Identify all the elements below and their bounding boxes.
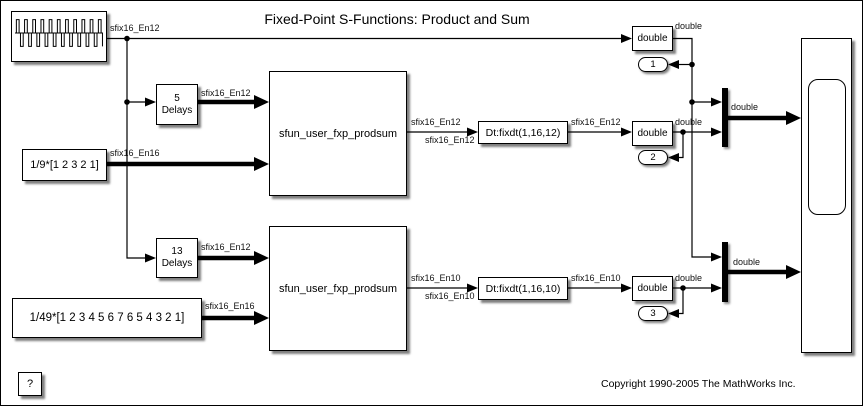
to-double-2-block[interactable]: double: [632, 121, 673, 146]
wire-to-outport2: [668, 132, 684, 162]
signal-label-gain1-out: sfix16_En16: [110, 148, 160, 158]
scope-display-icon: [808, 79, 846, 215]
signal-label-dtc1-out: sfix16_En12: [571, 117, 621, 127]
wire-double3-to-mux2: [673, 283, 722, 293]
gain-vector-1-49-block[interactable]: 1/49*[1 2 3 4 5 6 7 6 5 4 3 2 1]: [12, 298, 202, 338]
scope-block[interactable]: [801, 38, 852, 353]
sfun-prodsum-1-block[interactable]: sfun_user_fxp_prodsum: [269, 71, 407, 196]
wire-to-outport1: [668, 60, 692, 69]
signal-label-mux1-out: double: [731, 102, 759, 112]
wire-gain1-to-sfun1: [107, 157, 269, 171]
signal-label-sfun2-out-bottom: sfix16_En10: [425, 291, 475, 301]
data-type-conversion-2-block[interactable]: Dt:fixdt(1,16,10): [478, 277, 568, 300]
wire-delays2-to-sfun2: [198, 251, 269, 265]
model-title: Fixed-Point S-Functions: Product and Sum: [264, 11, 530, 27]
signal-label-dtc2-out: sfix16_En10: [571, 273, 621, 283]
sine-wave-source-block[interactable]: [11, 11, 107, 62]
wire-sfun1-to-dtc1: [407, 127, 478, 137]
signal-label-delays1-out: sfix16_En12: [201, 88, 251, 98]
signal-label-source-out: sfix16_En12: [110, 23, 160, 33]
data-type-conversion-1-block[interactable]: Dt:fixdt(1,16,12): [478, 121, 568, 144]
help-block[interactable]: ?: [18, 372, 42, 396]
outport-1[interactable]: 1: [638, 57, 668, 72]
wire-branch-to-delays1: [124, 97, 156, 107]
gain-vector-1-9-block[interactable]: 1/9*[1 2 3 2 1]: [22, 149, 107, 181]
signal-label-double2-out: double: [675, 117, 703, 127]
mux-2-block[interactable]: [722, 242, 728, 302]
wire-dtc2-to-double3: [568, 283, 632, 293]
wire-to-mux1-top: [692, 97, 722, 107]
sine-wave-icon: [15, 19, 103, 47]
wire-gain2-to-sfun2: [202, 311, 269, 325]
mux-1-block[interactable]: [722, 88, 728, 147]
signal-label-mux2-out: double: [733, 257, 761, 267]
outport-2[interactable]: 2: [638, 150, 668, 165]
signal-label-gain2-out: sfix16_En16: [205, 301, 255, 311]
wire-mux1-to-scope: [728, 111, 801, 125]
wire-double2-to-mux1: [673, 127, 722, 137]
wire-double1-branch: [673, 37, 722, 262]
wire-delays1-to-sfun1: [198, 95, 269, 109]
copyright-text: Copyright 1990-2005 The MathWorks Inc.: [601, 378, 796, 390]
signal-label-sfun1-out-bottom: sfix16_En12: [425, 135, 475, 145]
signal-label-delays2-out: sfix16_En12: [201, 242, 251, 252]
wire-to-outport3: [668, 288, 684, 318]
sfun-prodsum-2-block[interactable]: sfun_user_fxp_prodsum: [269, 226, 407, 351]
wire-branch-to-delays2: [126, 38, 156, 263]
outport-3[interactable]: 3: [638, 306, 668, 321]
wire-dtc1-to-double2: [568, 127, 632, 137]
to-double-1-block[interactable]: double: [632, 26, 673, 51]
wire-mux2-to-scope: [728, 265, 801, 279]
wire-source-to-double1: [107, 34, 632, 43]
wire-sfun2-to-dtc2: [407, 283, 478, 293]
signal-label-sfun2-out-top: sfix16_En10: [411, 273, 461, 283]
delays-13-block[interactable]: 13 Delays: [156, 238, 198, 278]
signal-label-sfun1-out-top: sfix16_En12: [411, 117, 461, 127]
signal-label-double3-out: double: [675, 273, 703, 283]
delays-5-block[interactable]: 5 Delays: [156, 84, 198, 125]
signal-label-double1-out: double: [675, 21, 703, 31]
to-double-3-block[interactable]: double: [632, 276, 673, 301]
